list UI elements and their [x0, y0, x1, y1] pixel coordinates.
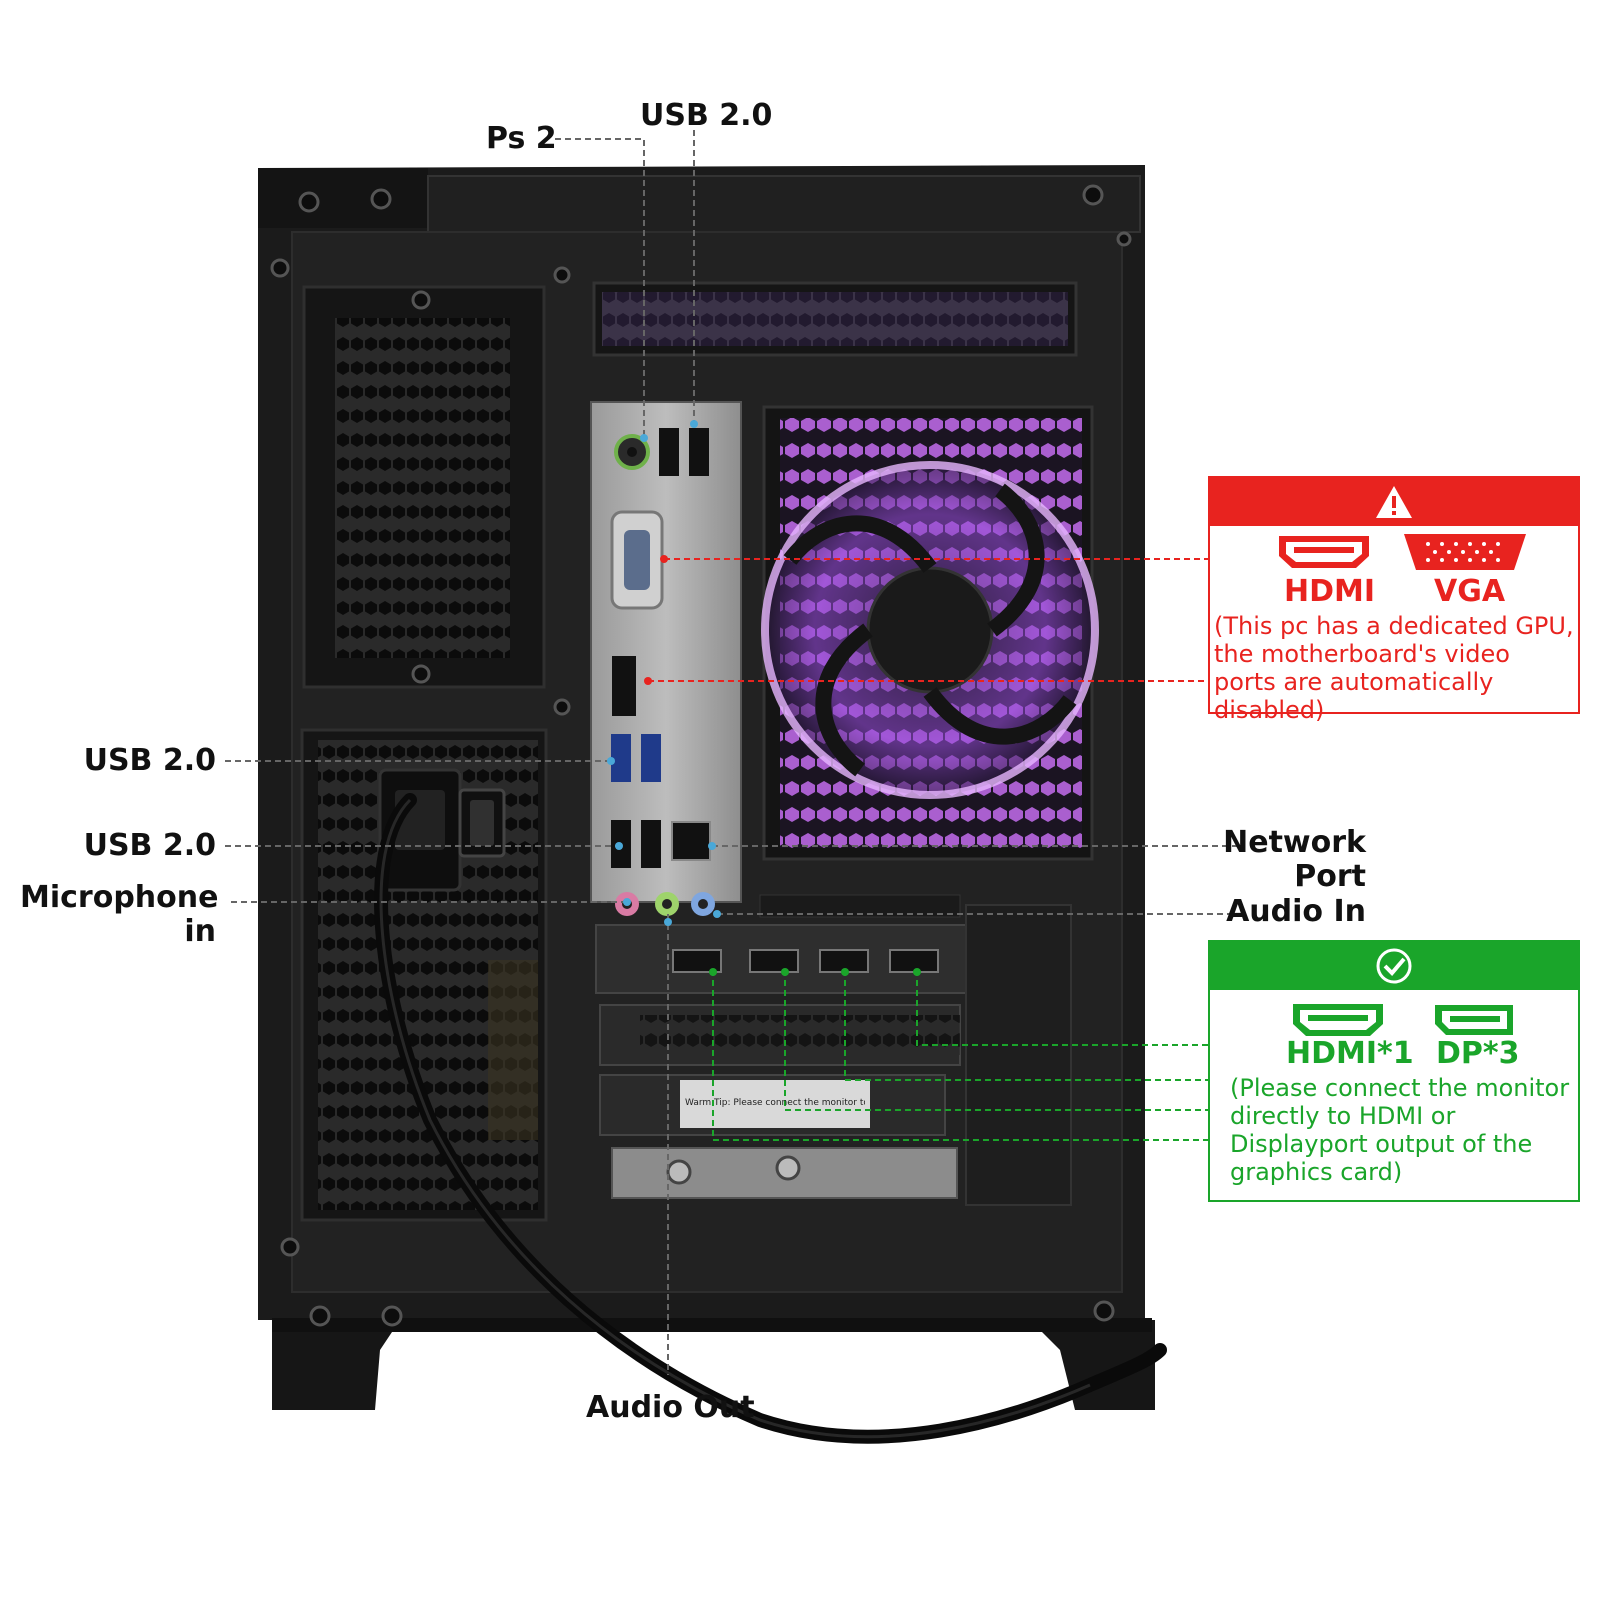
- label-network: Network: [1223, 825, 1366, 860]
- warning-panel: HDMI VGA (This pc has a dedicated GPU, t…: [1208, 476, 1580, 724]
- io-shield: [590, 401, 742, 916]
- label-usb-left-2: USB 2.0: [83, 828, 216, 863]
- label-audio-out: Audio Out: [586, 1390, 755, 1425]
- recommended-header: [1210, 942, 1578, 990]
- vga-port-icon: [1404, 534, 1526, 570]
- green-leader-dots: [709, 968, 921, 976]
- lower-vent: [300, 728, 548, 1222]
- red-leader-lines: [648, 558, 1208, 682]
- warning-header: [1210, 478, 1578, 526]
- card-sticker: Warm Tip: Please connect the monitor to …: [685, 1098, 865, 1108]
- green-leader-lines: [712, 970, 1208, 1141]
- displayport-icon: [1435, 1005, 1513, 1035]
- rear-fan: [761, 405, 1099, 861]
- leader-dots: [607, 420, 721, 926]
- psu-vent: [302, 285, 546, 689]
- warning-triangle-icon: [1376, 486, 1412, 518]
- recommended-port-dp: DP*3: [1436, 1036, 1520, 1071]
- screws: [270, 184, 1132, 1327]
- label-ps2: Ps 2: [486, 121, 557, 156]
- top-vent: [592, 281, 1078, 357]
- label-network-2: Port: [1294, 859, 1366, 894]
- check-circle-icon: [1376, 948, 1412, 984]
- recommended-note: (Please connect the monitor directly to …: [1230, 1074, 1570, 1186]
- label-microphone: Microphone: [20, 880, 219, 915]
- label-audio-in: Audio In: [1226, 894, 1366, 929]
- label-microphone-2: in: [184, 914, 216, 949]
- recommended-panel: HDMI*1 DP*3 (Please connect the monitor …: [1208, 940, 1580, 1202]
- recommended-port-hdmi: HDMI*1: [1286, 1036, 1414, 1071]
- hdmi-port-icon: [1279, 536, 1369, 568]
- label-usb-left-1: USB 2.0: [83, 743, 216, 778]
- leader-lines: [225, 130, 1240, 1375]
- label-usb-top: USB 2.0: [640, 98, 773, 133]
- warning-port-hdmi: HDMI: [1284, 574, 1376, 609]
- gpu-slots: [595, 894, 1072, 1206]
- red-leader-dots: [644, 555, 668, 685]
- hdmi-port-icon: [1293, 1004, 1383, 1036]
- warning-note: (This pc has a dedicated GPU, the mother…: [1214, 612, 1574, 724]
- warning-port-vga: VGA: [1434, 574, 1506, 609]
